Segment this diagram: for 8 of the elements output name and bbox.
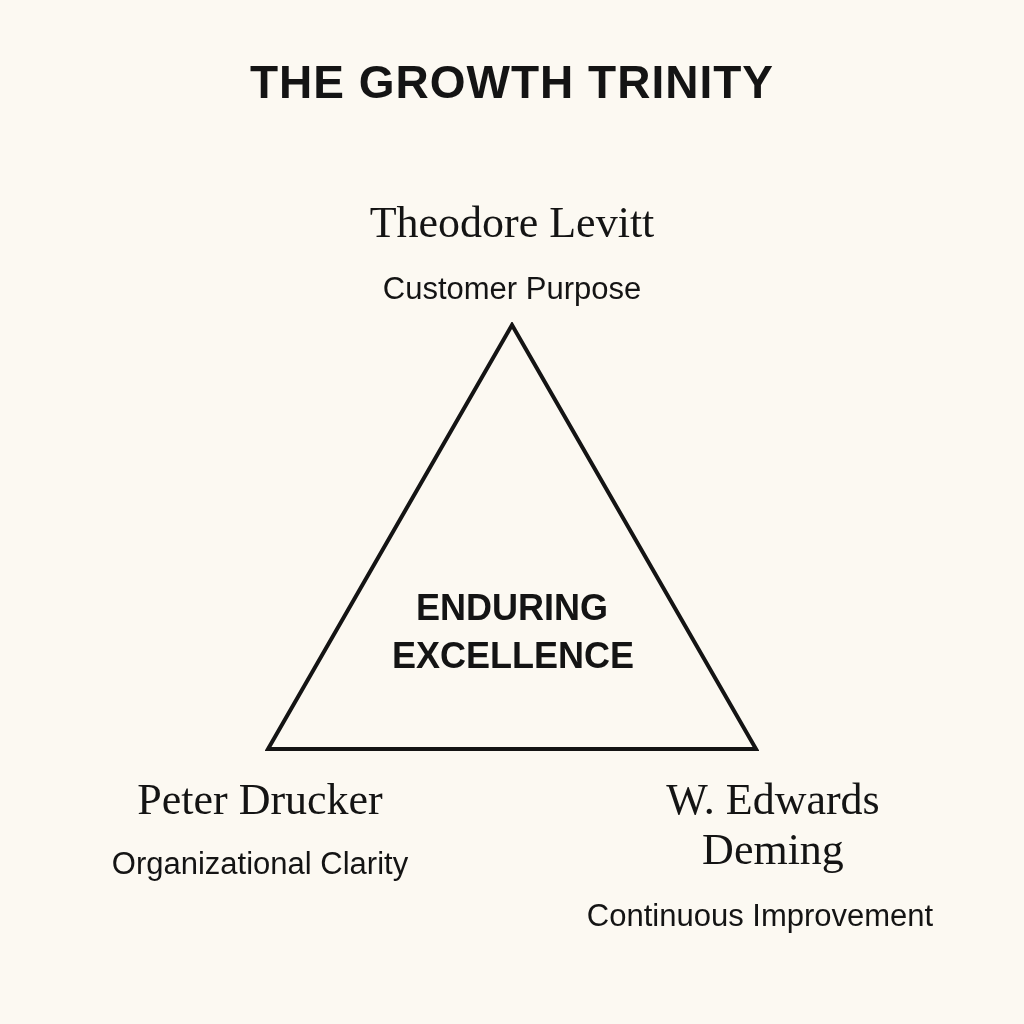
title: THE GROWTH TRINITY <box>249 55 775 109</box>
person-name: Theodore Levitt <box>368 198 656 248</box>
subtitle: Continuous Improvement <box>585 897 935 935</box>
center-label: ENDURING EXCELLENCE <box>392 586 632 678</box>
subtitle: Organizational Clarity <box>110 845 410 883</box>
subtitle: Customer Purpose <box>381 270 643 308</box>
person-name: Peter Drucker <box>136 775 384 825</box>
person-name: W. Edwards Deming <box>665 775 881 875</box>
